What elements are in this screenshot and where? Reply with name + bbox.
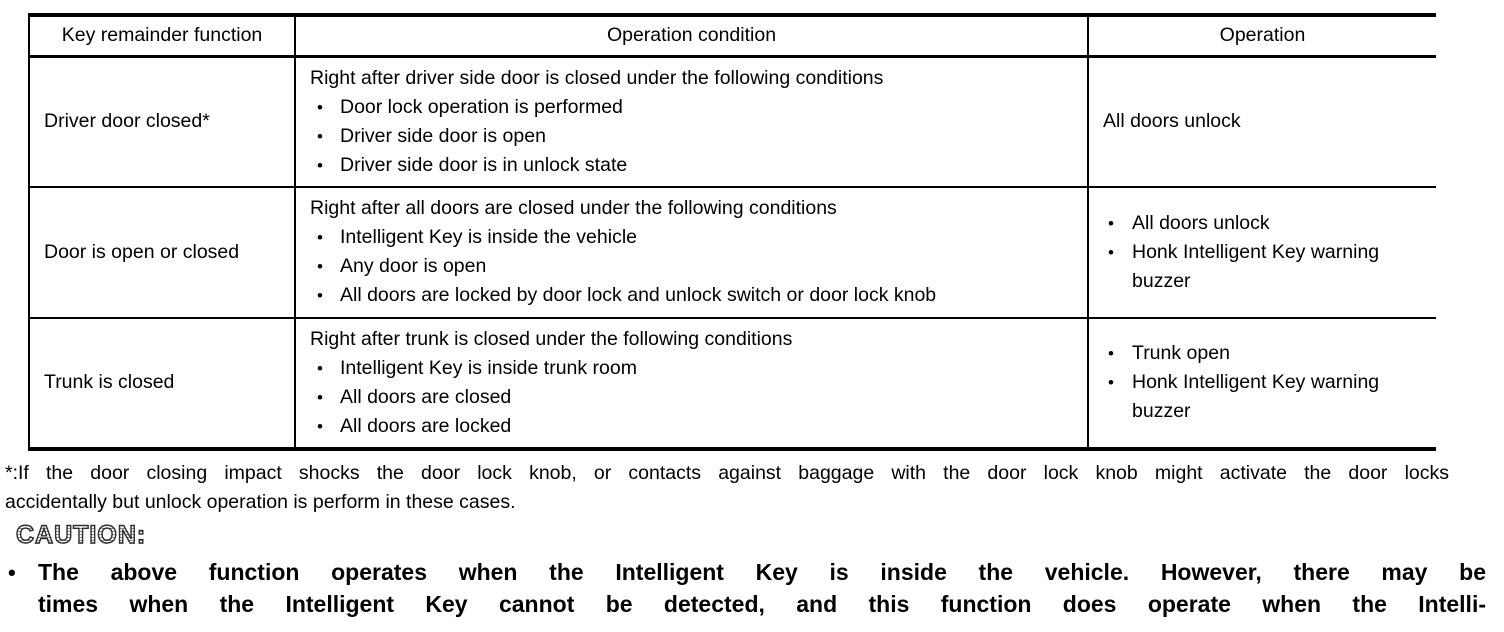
caution-heading: CAUTION:: [15, 520, 147, 549]
condition-item: All doors are closed: [310, 383, 1079, 412]
condition-cell: Right after trunk is closed under the fo…: [294, 317, 1088, 449]
operation-cell: All doors unlock: [1087, 56, 1436, 188]
condition-cell: Right after all doors are closed under t…: [294, 186, 1088, 319]
footnote-line: accidentally but unlock operation is per…: [5, 491, 516, 513]
condition-item: All doors are locked: [310, 412, 1079, 441]
table-row: Door is open or closed Right after all d…: [29, 186, 1436, 319]
table-row: Driver door closed* Right after driver s…: [29, 56, 1436, 188]
table-row: Trunk is closed Right after trunk is clo…: [29, 317, 1436, 449]
condition-item: Door lock operation is performed: [310, 93, 1079, 122]
condition-item: Driver side door is open: [310, 122, 1079, 151]
operation-item: Honk Intelligent Key warning buzzer: [1103, 368, 1428, 426]
operation-cell: All doors unlock Honk Intelligent Key wa…: [1087, 186, 1436, 319]
operation-text: All doors unlock: [1103, 110, 1241, 132]
condition-item: All doors are locked by door lock and un…: [310, 281, 1079, 310]
condition-item: Intelligent Key is inside the vehicle: [310, 223, 1079, 252]
column-header-key-remainder-function: Key remainder function: [29, 15, 295, 58]
column-header-operation: Operation: [1087, 15, 1436, 58]
caution-bullet-item: • The above function operates when the I…: [8, 556, 1486, 620]
bullet-icon: •: [8, 559, 16, 585]
table-header-row: Key remainder function Operation conditi…: [29, 15, 1436, 58]
footnote-line: *:If the door closing impact shocks the …: [5, 461, 1449, 484]
operation-item: Honk Intelligent Key warning buzzer: [1103, 238, 1428, 296]
condition-item: Any door is open: [310, 252, 1079, 281]
column-header-operation-condition: Operation condition: [294, 15, 1088, 58]
condition-item: Intelligent Key is inside trunk room: [310, 354, 1079, 383]
condition-intro: Right after trunk is closed under the fo…: [310, 327, 793, 350]
asterisk-footnote: *:If the door closing impact shocks the …: [5, 459, 1449, 518]
caution-line: The above function operates when the Int…: [38, 558, 1486, 585]
function-cell: Door is open or closed: [29, 186, 295, 319]
condition-item: Driver side door is in unlock state: [310, 151, 1079, 180]
key-reminder-function-table: Key remainder function Operation conditi…: [28, 13, 1436, 451]
caution-line: times when the Intelligent Key cannot be…: [38, 590, 1486, 617]
operation-cell: Trunk open Honk Intelligent Key warning …: [1087, 317, 1436, 449]
function-cell: Trunk is closed: [44, 371, 175, 393]
condition-intro: Right after driver side door is closed u…: [310, 66, 884, 89]
condition-cell: Right after driver side door is closed u…: [294, 56, 1088, 188]
function-cell: Driver door closed*: [29, 56, 295, 188]
operation-item: Trunk open: [1103, 339, 1428, 368]
condition-intro: Right after all doors are closed under t…: [310, 197, 837, 219]
operation-item: All doors unlock: [1103, 209, 1428, 238]
